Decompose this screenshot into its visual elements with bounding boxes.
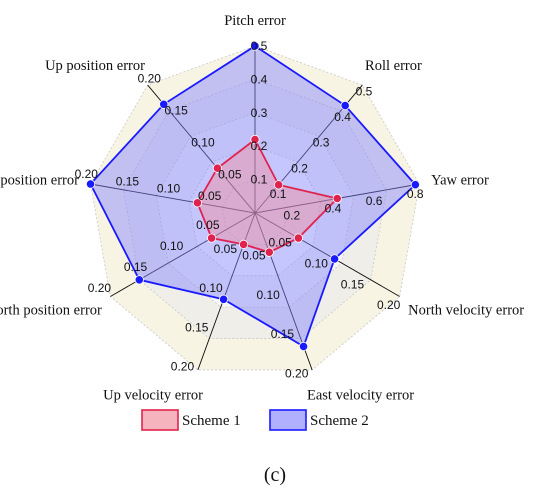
legend-label-scheme-2: Scheme 2 (310, 413, 369, 429)
data-point-scheme-1 (293, 233, 303, 243)
data-point-scheme-2 (134, 275, 144, 285)
axis-label: Roll error (365, 58, 422, 74)
tick-label: 0.15 (271, 327, 295, 341)
data-point-scheme-2 (218, 294, 229, 304)
data-point-scheme-1 (207, 233, 217, 243)
axis-label: Up velocity error (103, 387, 203, 403)
data-point-scheme-2 (298, 341, 309, 351)
radar-series (85, 41, 420, 351)
tick-label: 0.15 (116, 174, 140, 188)
tick-label: 0.4 (325, 201, 342, 215)
tick-label: 0.5 (356, 84, 373, 98)
tick-label: 0.4 (251, 72, 268, 86)
tick-label: 0.20 (75, 167, 99, 181)
spoke (197, 212, 256, 371)
tick-label: 0.2 (284, 209, 301, 223)
tick-label: 0.2 (251, 139, 268, 153)
series-area-scheme-2 (89, 44, 417, 348)
series-area-scheme-1 (196, 138, 339, 254)
tick-label: 0.10 (191, 136, 215, 150)
tick-label: 0.10 (199, 281, 223, 295)
axis-label: North velocity error (408, 303, 524, 319)
tick-label: 0.05 (268, 236, 292, 250)
data-point-scheme-1 (274, 180, 284, 190)
tick-label: 0.1 (251, 173, 268, 187)
tick-label: 0.05 (198, 189, 222, 203)
data-point-scheme-2 (85, 179, 96, 189)
data-point-scheme-2 (159, 99, 169, 109)
tick-label: 0.05 (242, 249, 266, 263)
tick-label: 0.3 (313, 136, 330, 150)
tick-label: 0.05 (196, 218, 220, 232)
tick-label: 0.15 (124, 260, 148, 274)
data-point-scheme-1 (238, 239, 249, 249)
tick-label: 0.1 (270, 187, 287, 201)
radar-tick-labels: 0.1 0.2 0.3 0.4 0.5 0.1 0.2 0.3 0.4 0.5 0.2 0.4 0.6 0… (75, 39, 424, 380)
tick-label: 0.5 (251, 39, 268, 53)
tick-label: 0.6 (366, 194, 383, 208)
tick-label: 0.15 (185, 320, 209, 334)
data-point-scheme-1 (192, 198, 203, 208)
tick-label: 0.4 (334, 110, 351, 124)
axis-label: East position error (0, 172, 79, 188)
data-point-scheme-1 (332, 193, 342, 204)
data-point-scheme-2 (329, 254, 340, 264)
data-point-scheme-1 (250, 134, 260, 145)
data-point-scheme-1 (212, 163, 223, 173)
tick-label: 0.20 (138, 72, 162, 86)
axis-label: North position error (0, 303, 102, 319)
tick-label: 0.10 (305, 256, 329, 270)
data-point-scheme-1 (264, 247, 274, 257)
legend-swatch-scheme-1 (141, 409, 179, 431)
spoke (90, 183, 256, 214)
tick-label: 0.15 (341, 277, 365, 291)
data-point-scheme-2 (410, 180, 420, 190)
axis-label: Yaw error (431, 172, 489, 188)
spoke (110, 212, 256, 297)
tick-label: 0.3 (251, 106, 268, 120)
tick-label: 0.10 (256, 288, 280, 302)
tick-label: 0.20 (88, 281, 112, 295)
tick-label: 0.20 (377, 298, 401, 312)
tick-label: 0.20 (171, 360, 195, 374)
tick-label: 0.10 (160, 239, 184, 253)
tick-label: 0.10 (157, 182, 181, 196)
axis-label: Pitch error (224, 13, 286, 29)
legend-label-scheme-1: Scheme 1 (182, 413, 241, 429)
tick-label: 0.2 (291, 161, 308, 175)
data-point-scheme-2 (340, 100, 350, 111)
spoke (254, 212, 400, 297)
tick-label: 0.15 (164, 104, 188, 118)
axis-label: East velocity error (307, 387, 414, 403)
data-point-scheme-2 (250, 41, 260, 51)
axis-label: Up position error (45, 58, 145, 74)
panel-label: (c) (264, 464, 286, 486)
legend-swatch-scheme-2 (269, 409, 307, 431)
tick-label: 0.8 (407, 187, 424, 201)
tick-label: 0.05 (218, 168, 242, 182)
tick-label: 0.05 (214, 242, 238, 256)
tick-label: 0.20 (285, 366, 309, 380)
legend: Scheme 1 Scheme 2 (141, 409, 369, 431)
